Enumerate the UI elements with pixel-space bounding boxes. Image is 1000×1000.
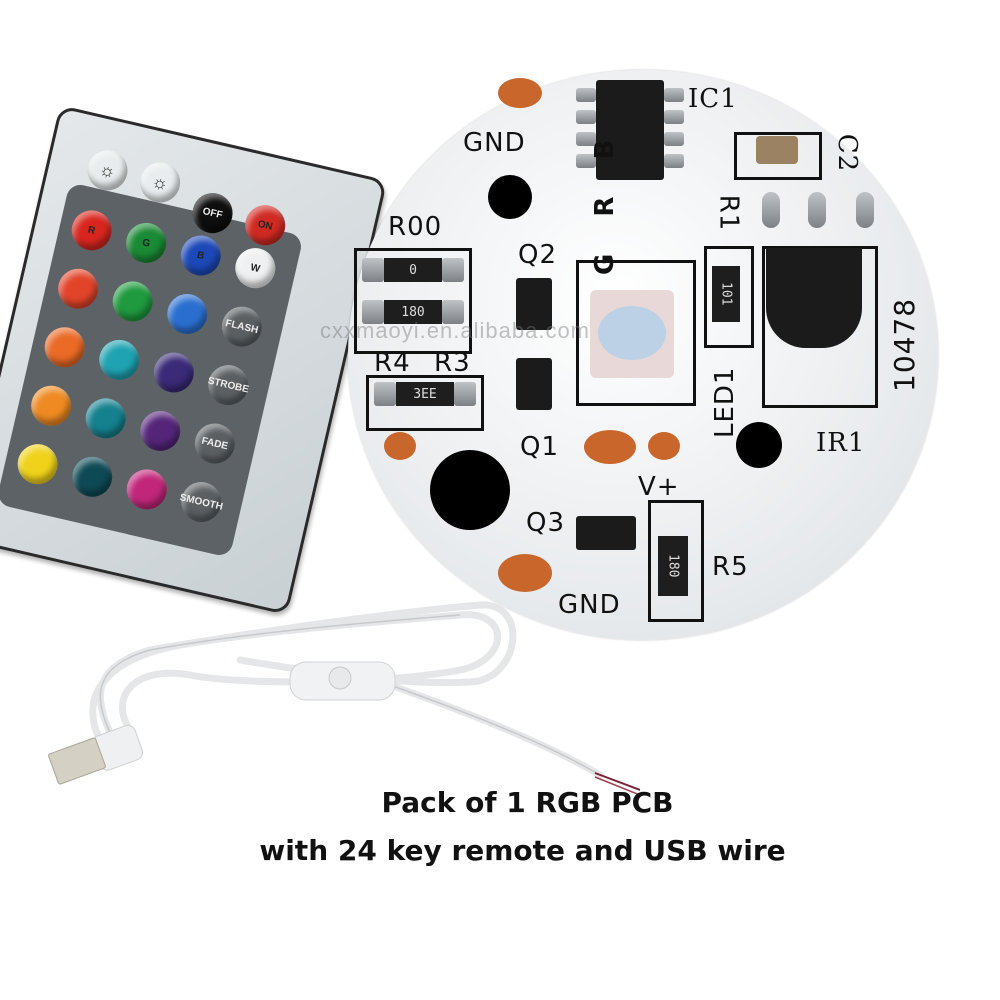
silk-label-board-id: 10478 xyxy=(888,297,921,392)
usb-cable-with-switch xyxy=(48,601,640,796)
rgb-pcb-board: GND IC1 C2 R00 0 180 R4 R3 3EE Q2 Q1 G R… xyxy=(348,70,938,640)
resistor-r00: 0 xyxy=(384,258,442,282)
silk-label-gnd-bottom: GND xyxy=(558,590,621,620)
ic1-chip xyxy=(596,80,664,180)
resistor-outline xyxy=(704,246,754,348)
silk-label-vplus: V+ xyxy=(638,472,680,502)
ir-receiver xyxy=(766,248,862,348)
silk-label-r5: R5 xyxy=(712,552,749,582)
resistor-outline xyxy=(354,248,472,354)
led-outline xyxy=(576,260,696,406)
silk-label-ic1: IC1 xyxy=(688,84,738,114)
caption-line-2: with 24 key remote and USB wire xyxy=(259,834,786,867)
silk-label-r1: R1 xyxy=(713,194,744,232)
silk-label-q2: Q2 xyxy=(518,240,558,270)
usb-a-connector xyxy=(48,737,106,785)
transistor-q3 xyxy=(576,516,636,550)
solder-pad xyxy=(498,78,542,108)
resistor-r3: 3EE xyxy=(396,382,454,406)
watermark-text: cxxmaoyi.en.alibaba.com xyxy=(320,318,591,343)
c2-outline xyxy=(734,132,822,180)
switch-button xyxy=(328,666,352,690)
silk-label-gnd-top: GND xyxy=(463,128,526,158)
mounting-hole xyxy=(430,450,510,530)
resistor-r5: 180 xyxy=(658,536,688,596)
resistor-outline xyxy=(648,500,704,622)
resistor-r1: 101 xyxy=(712,266,740,322)
silk-label-q1: Q1 xyxy=(520,432,560,462)
caption-line-1: Pack of 1 RGB PCB xyxy=(381,786,674,819)
transistor-q1 xyxy=(516,358,552,410)
resistor-outline xyxy=(366,375,484,431)
mounting-hole xyxy=(488,175,532,219)
silk-label-led1: LED1 xyxy=(710,366,740,438)
silk-label-ir1: IR1 xyxy=(816,428,866,458)
rgb-led xyxy=(590,290,674,378)
silk-label-c2: C2 xyxy=(832,133,863,173)
silk-label-r00: R00 xyxy=(388,212,443,242)
transistor-q2 xyxy=(516,278,552,330)
silk-label-r4: R4 xyxy=(374,348,411,378)
silk-label-r3: R3 xyxy=(434,348,471,378)
brightness-up-icon: ☼ xyxy=(97,158,118,182)
c2-capacitor xyxy=(756,136,798,164)
silk-label-q3: Q3 xyxy=(526,508,566,538)
resistor-r4: 180 xyxy=(384,300,442,324)
ir-outline xyxy=(762,246,878,408)
silk-label-grb: G R B xyxy=(590,125,620,275)
mounting-hole xyxy=(736,422,782,468)
brightness-down-icon: ☼ xyxy=(149,170,171,194)
